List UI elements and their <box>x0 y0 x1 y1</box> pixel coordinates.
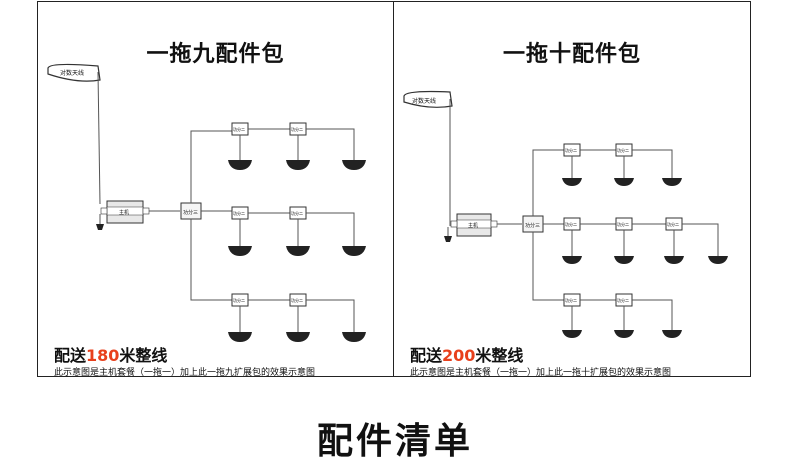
svg-text:功分二: 功分二 <box>617 147 629 153</box>
host-label: 主机 <box>119 209 129 216</box>
cable-spec: 配送180米整线 <box>54 342 167 366</box>
cable-length: 200 <box>442 346 476 365</box>
svg-text:功分二: 功分二 <box>617 221 629 227</box>
left-panel: 一拖九配件包 对数天线 主机 功分三 功分二 功分二 功分二 <box>37 1 394 378</box>
svg-text:功分二: 功分二 <box>565 221 577 227</box>
cable-suffix: 米整线 <box>119 346 168 365</box>
svg-text:功分二: 功分二 <box>233 210 245 216</box>
right-panel: 一拖十配件包 对数天线 主机 功分三 功分二 功分二 功分二 功分二 <box>393 1 751 378</box>
antenna-icon <box>403 90 453 108</box>
right-diagram: 对数天线 主机 功分三 功分二 功分二 功分二 功分二 功分二 <box>403 90 728 338</box>
svg-text:功分三: 功分三 <box>525 222 540 229</box>
left-diagram: 对数天线 主机 功分三 功分二 功分二 功分二 功分二 <box>47 63 366 342</box>
svg-text:功分二: 功分二 <box>565 147 577 153</box>
antenna-icon <box>47 63 101 82</box>
right-panel-title: 一拖十配件包 <box>502 42 641 67</box>
svg-text:功分二: 功分二 <box>667 221 679 227</box>
power-plug-icon <box>96 224 104 230</box>
cable-prefix: 配送 <box>54 346 87 365</box>
left-panel-title: 一拖九配件包 <box>146 42 285 67</box>
power-plug-icon <box>444 236 452 242</box>
cable-suffix: 米整线 <box>475 346 524 365</box>
svg-text:功分二: 功分二 <box>233 126 245 132</box>
svg-text:功分二: 功分二 <box>617 297 629 303</box>
ceiling-antenna-icon <box>562 178 728 338</box>
antenna-label: 对数天线 <box>412 97 436 105</box>
note-text: 此示意图是主机套餐（一拖一）加上此一拖九扩展包的效果示意图 <box>54 368 316 378</box>
antenna-label: 对数天线 <box>60 69 84 77</box>
cable-prefix: 配送 <box>410 346 443 365</box>
svg-text:功分二: 功分二 <box>565 297 577 303</box>
svg-text:功分二: 功分二 <box>233 297 245 303</box>
note-text: 此示意图是主机套餐（一拖一）加上此一拖十扩展包的效果示意图 <box>410 368 672 378</box>
cable-spec: 配送200米整线 <box>410 342 523 366</box>
svg-text:功分三: 功分三 <box>183 209 198 216</box>
cable-length: 180 <box>86 346 120 365</box>
svg-text:功分二: 功分二 <box>291 126 303 132</box>
svg-text:功分二: 功分二 <box>291 210 303 216</box>
host-label: 主机 <box>468 222 478 229</box>
ceiling-antenna-icon <box>228 160 366 342</box>
svg-text:功分二: 功分二 <box>291 297 303 303</box>
footer-title: 配件清单 <box>316 421 473 462</box>
